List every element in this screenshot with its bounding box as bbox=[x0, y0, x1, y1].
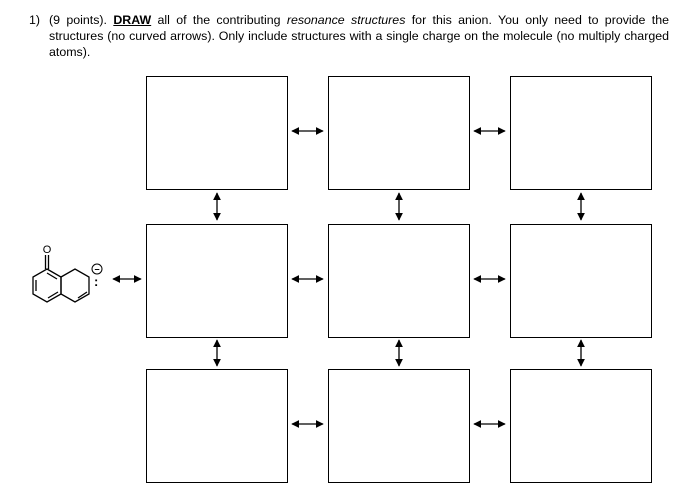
answer-box-r2-c3[interactable] bbox=[510, 224, 652, 338]
question-number: 1) bbox=[29, 13, 41, 27]
molecule-structure bbox=[32, 255, 90, 303]
negative-charge-icon: − bbox=[91, 263, 103, 275]
lone-pair-label: : bbox=[94, 274, 98, 289]
question-text-part1: all of the contributing bbox=[157, 13, 281, 27]
answer-box-r1-c3[interactable] bbox=[510, 76, 652, 190]
answer-box-r3-c3[interactable] bbox=[510, 369, 652, 483]
svg-text:−: − bbox=[94, 265, 99, 275]
answer-box-r3-c2[interactable] bbox=[328, 369, 470, 483]
answer-box-r1-c1[interactable] bbox=[146, 76, 288, 190]
answer-box-r2-c1[interactable] bbox=[146, 224, 288, 338]
instruction-keyword: DRAW bbox=[113, 13, 152, 27]
question-term: resonance structures bbox=[286, 13, 406, 27]
answer-box-r2-c2[interactable] bbox=[328, 224, 470, 338]
answer-box-r1-c2[interactable] bbox=[328, 76, 470, 190]
carbonyl-oxygen-label: O bbox=[43, 244, 52, 256]
question-text-part2: for this anion. You only need to provide… bbox=[49, 13, 669, 59]
question-points: (9 points). bbox=[49, 13, 107, 27]
question-text: (9 points). DRAW all of the contributing… bbox=[49, 12, 669, 60]
answer-box-r3-c1[interactable] bbox=[146, 369, 288, 483]
